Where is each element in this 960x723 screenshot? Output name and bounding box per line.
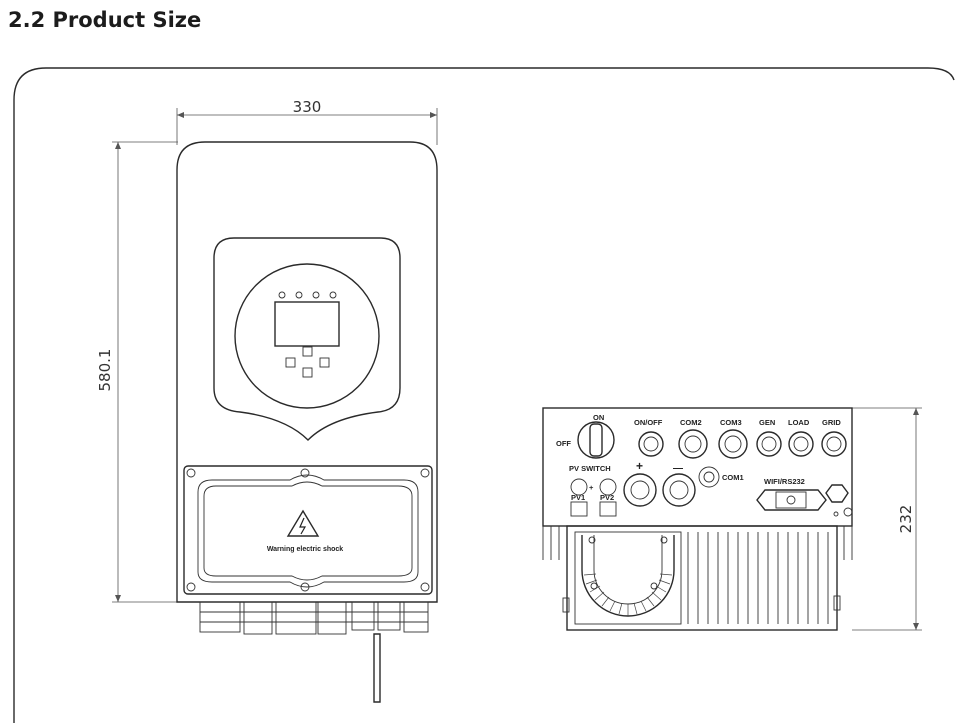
com1-label: COM1 [722,473,744,482]
diagram-frame [13,67,955,723]
cover-screws [186,468,430,592]
cover-gasket [197,474,419,588]
com1-port [698,466,720,488]
vent-valve [825,484,849,503]
fan-grill [583,573,673,616]
pv1-plus-terminal [570,478,588,496]
com2-label: COM2 [680,418,702,427]
pv2-label: PV2 [600,493,614,502]
gen-port [756,431,782,457]
front-connectors [199,601,429,635]
display-ring [234,263,380,409]
com3-label: COM3 [720,418,742,427]
grid-label: GRID [822,418,841,427]
wifi-rs232-port [756,489,827,511]
navigation-keys [285,346,330,378]
lcd-screen [274,301,340,347]
battery-plus-label: + [636,459,643,473]
pv1-label: PV1 [571,493,585,502]
wifi-rs232-label: WIFI/RS232 [764,477,805,486]
display-panel [213,237,401,441]
ground-terminal [843,507,853,517]
on-off-port [638,431,664,457]
switch-off-label: OFF [556,439,571,448]
electric-shock-icon [286,509,320,537]
grid-port [821,431,847,457]
battery-minus-label: — [673,463,683,474]
fan-housing [574,531,682,625]
pv2-minus-terminal [599,501,617,517]
height-dimension-label: 580.1 [96,349,114,392]
antenna [373,633,381,703]
depth-dimension-label: 232 [897,505,915,534]
load-label: LOAD [788,418,810,427]
com3-port [718,429,748,459]
heatsink [566,525,838,631]
width-dimension-label: 330 [293,98,322,116]
indicator-leds [278,291,337,299]
battery-plus-terminal [623,473,657,507]
switch-on-label: ON [593,413,604,422]
com2-port [678,429,708,459]
gen-label: GEN [759,418,775,427]
pv-switch-knob[interactable] [577,421,615,459]
pv2-plus-terminal [599,478,617,496]
inverter-body [176,141,438,603]
load-port [788,431,814,457]
bottom-view: 232 ON OFF PV SWITCH + PV1 PV2 ON/OFF CO… [542,407,922,631]
heatsink-fins [542,526,853,624]
warning-label: Warning electric shock [267,546,343,553]
pv-switch-label: PV SWITCH [569,464,611,473]
battery-minus-terminal [662,473,696,507]
mount-bracket-left [562,597,570,613]
mount-bracket-right [833,595,841,611]
svg-text:+: + [589,483,594,492]
on-off-label: ON/OFF [634,418,663,427]
front-view: 330 580.1 [96,98,438,703]
page-title: 2.2 Product Size [8,8,202,32]
wiring-cover [183,465,433,595]
pv1-minus-terminal [570,501,588,517]
